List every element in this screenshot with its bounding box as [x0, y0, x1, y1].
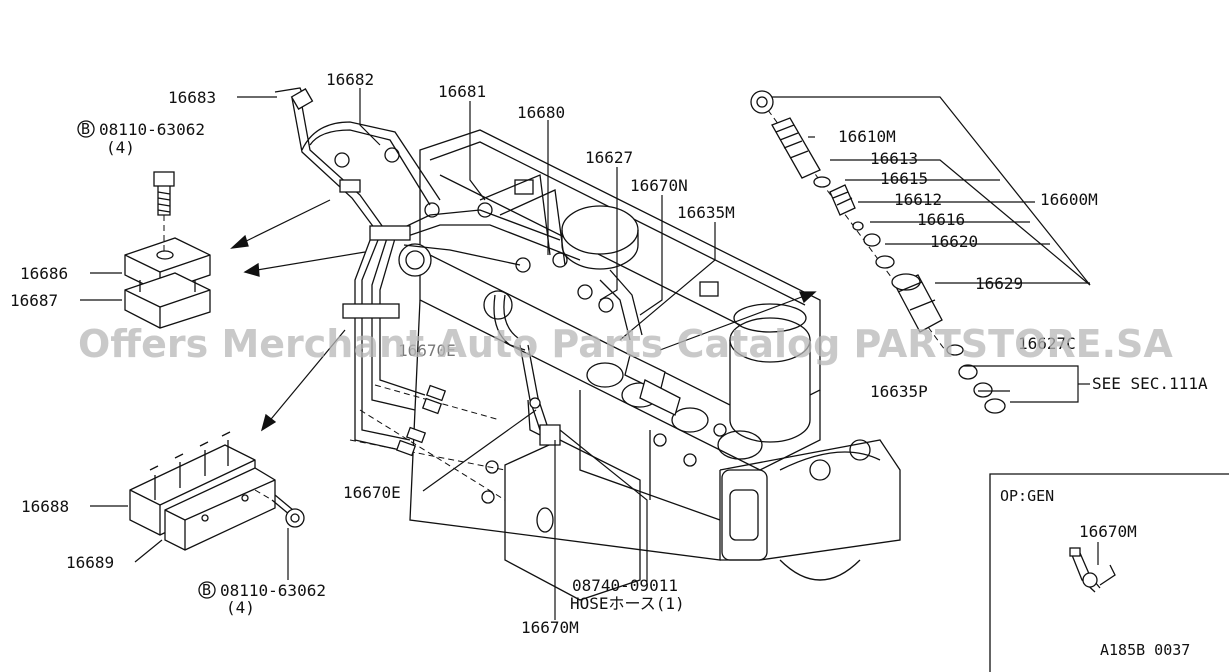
label-16687: 16687	[10, 291, 58, 310]
label-hose-code: 08740-09011	[572, 576, 678, 595]
engine-block	[334, 129, 901, 581]
label-16635P: 16635P	[870, 382, 928, 401]
label-16629: 16629	[975, 274, 1023, 293]
label-16627C: 16627C	[1018, 334, 1076, 353]
label-bolt-bottom-qty: (4)	[226, 598, 255, 617]
label-16627: 16627	[585, 148, 633, 167]
tube-damper-lower	[129, 431, 305, 551]
label-16600M: 16600M	[1040, 190, 1098, 209]
label-16670E-faded: 16670E	[398, 341, 456, 360]
bolt-marker-bottom-icon	[198, 581, 216, 599]
label-16670E: 16670E	[343, 483, 401, 502]
label-bolt-top-qty: (4)	[106, 138, 135, 157]
label-16615: 16615	[880, 169, 928, 188]
tube-damper-upper	[124, 171, 211, 329]
label-16689: 16689	[66, 553, 114, 572]
label-16682: 16682	[326, 70, 374, 89]
label-hose-desc: HOSEホース(1)	[570, 594, 685, 613]
bolt-marker-top: B	[81, 120, 90, 138]
label-16686: 16686	[20, 264, 68, 283]
label-16670M-inset: 16670M	[1079, 522, 1137, 541]
injection-tubes	[274, 87, 643, 457]
label-16681: 16681	[438, 82, 486, 101]
label-16616: 16616	[917, 210, 965, 229]
label-16688: 16688	[21, 497, 69, 516]
op-gen-inset	[989, 473, 1229, 672]
leader-lines	[80, 88, 1091, 620]
bolt-marker-top-icon	[77, 120, 95, 138]
injector-exploded	[750, 90, 1006, 414]
label-16620: 16620	[930, 232, 978, 251]
label-diagram-code: A185B 0037	[1100, 641, 1190, 659]
part-labels: 16683 16682 16681 16680 16627 16670N 166…	[10, 70, 1208, 659]
label-16683: 16683	[168, 88, 216, 107]
label-16635M: 16635M	[677, 203, 735, 222]
label-16670M-bottom: 16670M	[521, 618, 579, 637]
label-bolt-top-code: 08110-63062	[99, 120, 205, 139]
direction-arrows	[230, 199, 817, 432]
label-16680: 16680	[517, 103, 565, 122]
bolt-marker-bottom: B	[202, 581, 211, 599]
label-16613: 16613	[870, 149, 918, 168]
watermark: Offers Merchant Auto Parts Catalog PARTS…	[78, 322, 1173, 366]
label-16610M: 16610M	[838, 127, 896, 146]
label-op-gen: OP:GEN	[1000, 487, 1054, 505]
label-bolt-bottom-code: 08110-63062	[220, 581, 326, 600]
label-see-sec: SEE SEC.111A	[1092, 374, 1208, 393]
label-16670N: 16670N	[630, 176, 688, 195]
label-16612: 16612	[894, 190, 942, 209]
